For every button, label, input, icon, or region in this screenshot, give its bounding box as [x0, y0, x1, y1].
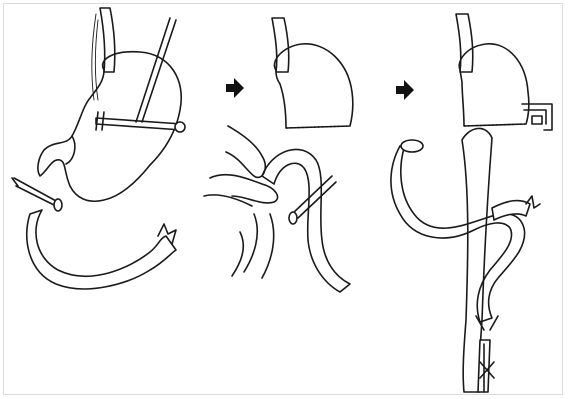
arrow-1: [226, 78, 244, 98]
esophagus: [456, 14, 473, 72]
esophagus: [100, 8, 115, 72]
arrow-2: [396, 80, 414, 100]
intestine-segment: [492, 201, 530, 220]
duodenum-clamp: [14, 178, 58, 202]
panel-3: [391, 14, 552, 392]
limb-cut-end: [401, 140, 423, 152]
intestine-loop: [27, 210, 176, 289]
jejunal-loop: [262, 149, 350, 292]
biliary-limb: [391, 146, 525, 322]
panel-1: [12, 8, 185, 289]
panel-2: [204, 18, 353, 292]
loop-clamp: [292, 176, 332, 214]
gastric-pouch: [459, 44, 529, 126]
stomach-clamp: [96, 118, 182, 130]
gastric-pouch: [274, 44, 352, 128]
clamp-handle: [136, 18, 170, 122]
